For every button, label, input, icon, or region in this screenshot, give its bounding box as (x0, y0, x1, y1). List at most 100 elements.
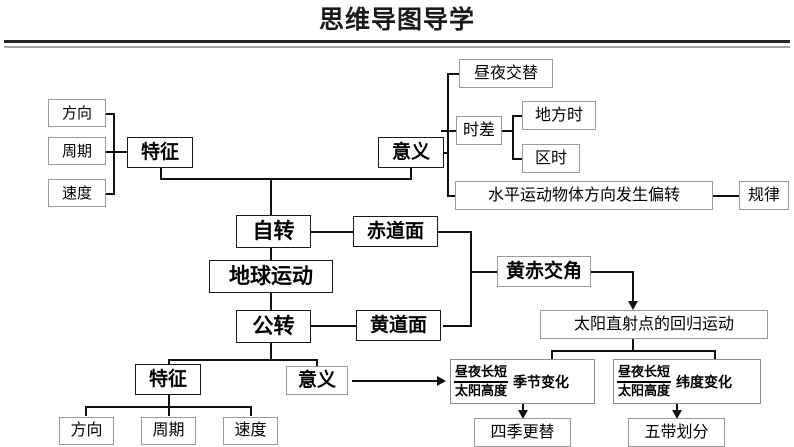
node-sun-point-motion[interactable]: 太阳直射点的回归运动 (540, 310, 768, 339)
arrow-to-fourseasons (518, 410, 528, 419)
connector-rot-branch-bar (160, 178, 412, 180)
connector-timediff-stem (502, 130, 514, 132)
node-law[interactable]: 规律 (739, 181, 789, 210)
node-label: 特征 (140, 142, 179, 163)
connector-rev-to-direction (85, 406, 87, 416)
connector-root-rotation (270, 245, 272, 260)
node-five-zones[interactable]: 五带划分 (628, 418, 725, 447)
fraction-numerator: 昼夜长短 (618, 363, 671, 379)
node-label: 纬度变化 (676, 373, 733, 390)
connector-to-zonetime (512, 158, 522, 160)
connector-to-timediff (441, 130, 459, 132)
node-label: 地方时 (534, 106, 583, 124)
node-label: 地球运动 (229, 265, 313, 288)
connector-equatorial-bracket (438, 231, 472, 233)
node-label: 太阳直射点的回归运动 (573, 315, 734, 333)
connector-rot-branch-stem (270, 178, 272, 216)
node-rev-feature-period[interactable]: 周期 (141, 417, 196, 445)
connector-rot-feature-down (160, 168, 162, 180)
node-label: 方向 (61, 104, 92, 122)
connector-to-daynight (447, 73, 459, 75)
connector-rot-feature-spine (113, 113, 115, 195)
node-local-time[interactable]: 地方时 (522, 101, 596, 130)
connector-rot-feature-period (105, 151, 115, 153)
node-rot-meaning[interactable]: 意义 (378, 137, 444, 168)
connector-latitude-result (676, 404, 678, 412)
connector-rev-feature-down (168, 394, 170, 406)
connector-revolution-ecliptic (311, 325, 356, 327)
node-rot-feature-direction[interactable]: 方向 (48, 99, 106, 127)
node-label: 周期 (61, 142, 92, 160)
header-divider-thin (4, 46, 790, 48)
node-seasonal-change[interactable]: 昼夜长短 太阳高度 季节变化 (450, 359, 595, 404)
connector-to-rev-meaning (316, 359, 318, 369)
node-four-seasons[interactable]: 四季更替 (474, 418, 571, 447)
node-time-difference[interactable]: 时差 (456, 116, 502, 145)
fraction-denominator: 太阳高度 (455, 382, 508, 398)
node-label: 速度 (61, 184, 92, 202)
node-equatorial-plane[interactable]: 赤道面 (353, 216, 438, 247)
node-latitude-change[interactable]: 昼夜长短 太阳高度 纬度变化 (613, 359, 761, 404)
connector-sunpoint-down (632, 338, 634, 350)
node-label: 速度 (234, 422, 267, 439)
fraction-numerator: 昼夜长短 (455, 363, 508, 379)
node-rot-feature[interactable]: 特征 (127, 137, 193, 168)
connector-obliquity-down (632, 271, 634, 303)
connector-sunpoint-bar (551, 350, 716, 352)
node-rev-feature-speed[interactable]: 速度 (223, 417, 278, 445)
fraction-bar (454, 380, 509, 383)
node-obliquity[interactable]: 黄赤交角 (497, 256, 591, 287)
node-label: 区时 (534, 149, 567, 167)
node-rev-feature-direction[interactable]: 方向 (59, 417, 114, 445)
node-rev-feature[interactable]: 特征 (135, 364, 201, 395)
connector-ecliptic-bracket (443, 325, 472, 327)
connector-rotation-equatorial (311, 231, 353, 233)
page-title: 思维导图导学 (318, 6, 475, 34)
node-rot-feature-speed[interactable]: 速度 (48, 179, 106, 207)
connector-rot-feature-direction (105, 113, 115, 115)
connector-root-revolution (270, 292, 272, 310)
node-label: 昼夜交替 (473, 64, 538, 82)
connector-rot-meaning-down (410, 168, 412, 180)
connector-rot-meaning-spine (447, 73, 449, 195)
node-label: 四季更替 (490, 423, 555, 441)
node-label: 时差 (462, 121, 495, 139)
fraction-daynight-sunheight: 昼夜长短 太阳高度 (454, 363, 509, 398)
connector-rev-to-period (168, 406, 170, 416)
node-label: 意义 (297, 370, 336, 391)
node-label: 水平运动物体方向发生偏转 (487, 186, 680, 204)
connector-deflection-law (713, 195, 739, 197)
connector-obliquity-out (591, 271, 634, 273)
node-label: 方向 (70, 422, 103, 439)
node-label: 特征 (148, 369, 187, 390)
connector-rev-branch-bar (168, 359, 318, 361)
node-rev-meaning[interactable]: 意义 (286, 366, 348, 395)
node-label: 周期 (152, 422, 185, 439)
connector-rot-feature-speed (105, 193, 115, 195)
node-rotation[interactable]: 自转 (236, 215, 311, 248)
node-label: 黄赤交角 (505, 261, 582, 282)
connector-rot-feature-stem (113, 151, 127, 153)
connector-timediff-spine (512, 115, 514, 160)
node-ecliptic-plane[interactable]: 黄道面 (356, 310, 441, 341)
arrow-to-seasonal-fraction (437, 376, 446, 386)
connector-obliquity-stem (470, 271, 498, 273)
connector-to-seasonal (551, 350, 553, 360)
arrow-to-fivezones (672, 410, 682, 419)
node-label: 黄道面 (369, 315, 427, 336)
node-label: 赤道面 (366, 221, 424, 242)
connector-rev-to-speed (250, 406, 252, 416)
node-zone-time[interactable]: 区时 (522, 144, 580, 173)
node-daynight-alternation[interactable]: 昼夜交替 (459, 59, 553, 88)
node-label: 规律 (747, 186, 780, 204)
node-horizontal-deflection[interactable]: 水平运动物体方向发生偏转 (455, 181, 713, 210)
node-root-earth-motion[interactable]: 地球运动 (209, 260, 333, 293)
node-rot-feature-period[interactable]: 周期 (48, 137, 106, 165)
node-label: 五带划分 (644, 423, 709, 441)
fraction-daynight-sunheight: 昼夜长短 太阳高度 (617, 363, 672, 398)
node-label: 季节变化 (513, 373, 570, 390)
node-revolution[interactable]: 公转 (236, 310, 311, 343)
arrow-to-sunpoint (628, 301, 638, 310)
connector-obliquity-spine (470, 231, 472, 325)
